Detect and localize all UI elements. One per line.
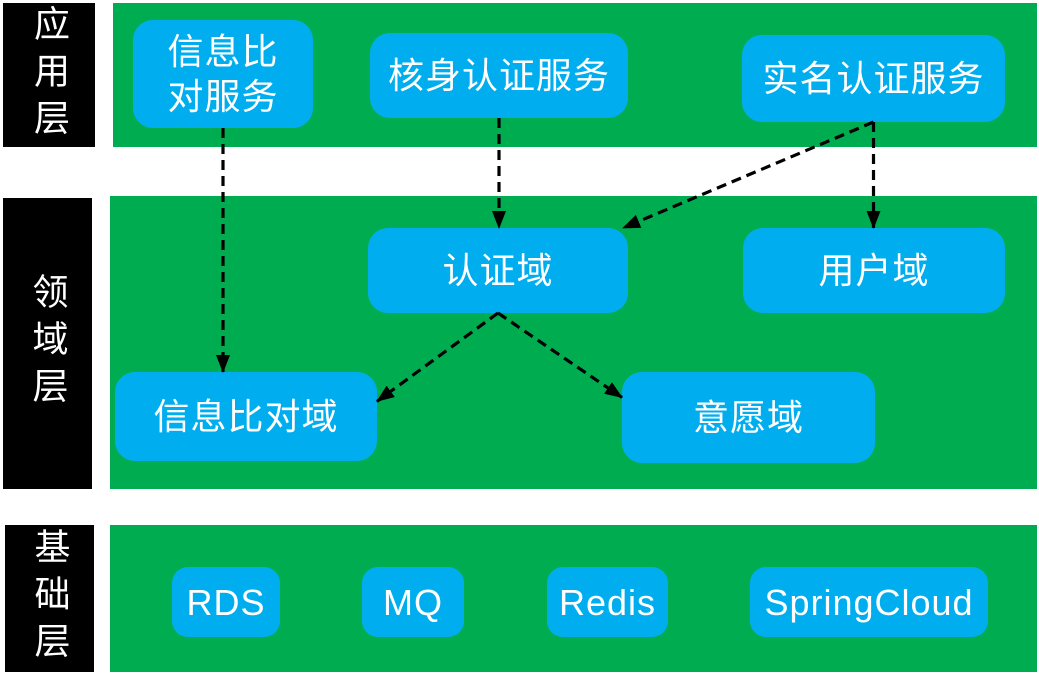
node-info-compare-domain: 信息比对域 — [115, 372, 377, 461]
node-identity-auth-service: 核身认证服务 — [370, 33, 628, 118]
node-springcloud: SpringCloud — [750, 567, 988, 637]
node-will-domain: 意愿域 — [622, 372, 875, 463]
layer-label-domain: 领域层 — [3, 198, 92, 489]
node-auth-domain: 认证域 — [368, 228, 628, 313]
node-user-domain: 用户域 — [743, 228, 1005, 313]
layer-label-application: 应用层 — [3, 3, 95, 147]
node-info-compare-service: 信息比 对服务 — [133, 20, 313, 128]
node-realname-auth-service: 实名认证服务 — [742, 35, 1005, 122]
node-redis: Redis — [547, 567, 668, 637]
layer-label-infrastructure: 基础层 — [5, 525, 94, 672]
node-mq: MQ — [362, 567, 464, 637]
node-rds: RDS — [172, 567, 280, 637]
